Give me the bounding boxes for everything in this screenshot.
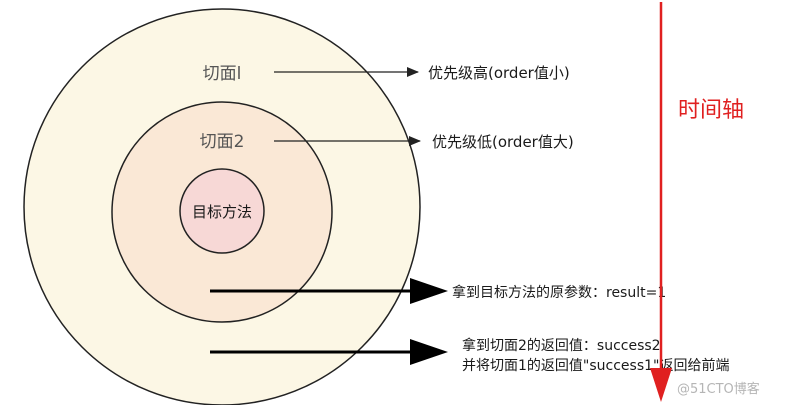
outer-aspect-label: 切面l — [203, 64, 242, 84]
target-result-text: 拿到目标方法的原参数：result=1 — [452, 284, 666, 301]
target-method-circle — [179, 168, 265, 254]
timeline-label: 时间轴 — [678, 98, 744, 123]
return-value-arrow-head — [410, 339, 448, 365]
target-result-arrow-head — [410, 278, 448, 304]
return-line2-text: 并将切面1的返回值"success1"返回给前端 — [462, 357, 729, 374]
outer-priority-text: 优先级高(order值小) — [428, 64, 570, 82]
return-line1-text: 拿到切面2的返回值：success2 — [462, 337, 661, 354]
middle-priority-text: 优先级低(order值大) — [432, 133, 574, 151]
target-method-label: 目标方法 — [192, 203, 252, 221]
timeline-arrow-head — [650, 368, 672, 402]
middle-aspect-label: 切面2 — [200, 132, 245, 152]
watermark-text: @51CTO博客 — [677, 381, 760, 397]
